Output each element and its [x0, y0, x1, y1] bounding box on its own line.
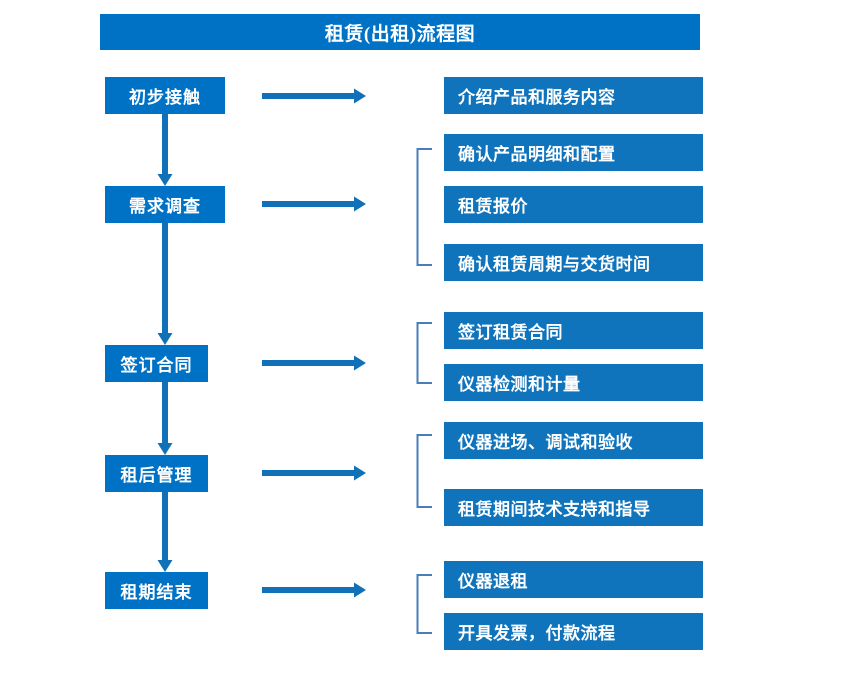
arrow-right-icon-3 — [262, 355, 366, 371]
group-bracket-签订合同 — [416, 322, 432, 384]
group-bracket-需求调查 — [416, 148, 432, 266]
group-bracket-租期结束 — [416, 574, 432, 634]
detail-box-仪器进场调试和验收[interactable]: 仪器进场、调试和验收 — [444, 422, 703, 459]
group-bracket-租后管理 — [416, 434, 432, 508]
stage-box-签订合同[interactable]: 签订合同 — [105, 345, 208, 382]
page-title: 租赁(出租)流程图 — [100, 14, 700, 50]
detail-box-签订租赁合同[interactable]: 签订租赁合同 — [444, 312, 703, 349]
detail-box-租赁报价[interactable]: 租赁报价 — [444, 186, 703, 223]
arrow-down-icon-4 — [157, 492, 173, 572]
stage-box-租后管理[interactable]: 租后管理 — [105, 455, 208, 492]
arrow-down-icon-2 — [157, 223, 173, 345]
detail-box-确认产品明细和配置[interactable]: 确认产品明细和配置 — [444, 134, 703, 171]
arrow-down-icon-3 — [157, 382, 173, 455]
stage-box-初步接触[interactable]: 初步接触 — [105, 77, 225, 114]
arrow-down-icon-1 — [157, 114, 173, 186]
stage-box-租期结束[interactable]: 租期结束 — [105, 572, 208, 609]
detail-box-租赁期间技术支持和指导[interactable]: 租赁期间技术支持和指导 — [444, 489, 703, 526]
detail-box-仪器退租[interactable]: 仪器退租 — [444, 561, 703, 598]
stage-box-需求调查[interactable]: 需求调查 — [105, 186, 225, 223]
detail-box-确认租赁周期与交货时间[interactable]: 确认租赁周期与交货时间 — [444, 244, 703, 281]
detail-box-开具发票付款流程[interactable]: 开具发票，付款流程 — [444, 613, 703, 650]
arrow-right-icon-4 — [262, 465, 366, 481]
detail-box-介绍产品和服务内容[interactable]: 介绍产品和服务内容 — [444, 77, 703, 114]
arrow-right-icon-5 — [262, 582, 366, 598]
detail-box-仪器检测和计量[interactable]: 仪器检测和计量 — [444, 364, 703, 401]
arrow-right-icon-1 — [262, 88, 366, 104]
arrow-right-icon-2 — [262, 196, 366, 212]
